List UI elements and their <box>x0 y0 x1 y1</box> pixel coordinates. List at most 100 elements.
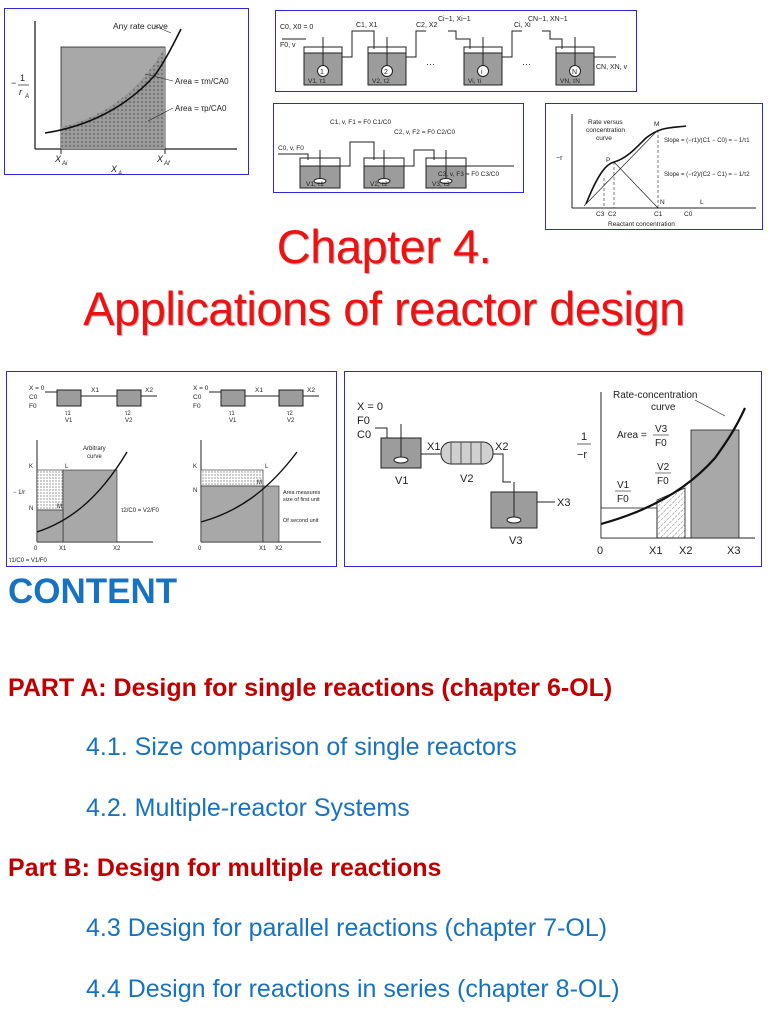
right-in-c: C0 <box>193 394 202 401</box>
point-m: M <box>654 121 659 128</box>
v2-over-f0-den: F0 <box>657 476 669 487</box>
v2-over-f0-num: V2 <box>657 462 670 473</box>
tank-v3-label: V3, τ3 <box>432 181 450 188</box>
x-final: X <box>156 154 164 164</box>
left-in-f: F0 <box>29 403 37 410</box>
tank-n-number: N <box>572 69 577 76</box>
figure-reactor-train: X = 0 F0 C0 X1 X2 X3 V1 V2 V3 <box>344 371 762 567</box>
left-in-c: C0 <box>29 394 38 401</box>
tank-i-number: i <box>481 69 483 76</box>
tank-1-volume: V1, τ1 <box>308 78 326 85</box>
x-axis-label: Reactant concentration <box>608 221 675 228</box>
left-n: N <box>29 506 33 512</box>
tick-zero: 0 <box>597 545 603 557</box>
left-tau1: τ1 <box>65 411 71 417</box>
left-tick-x1: X1 <box>59 546 67 552</box>
right-l: L <box>265 464 269 470</box>
right-n: N <box>193 488 197 494</box>
y-label-den: −r <box>577 449 587 461</box>
plug-flow-reactor <box>440 441 494 465</box>
ellipsis-2: ··· <box>522 59 531 69</box>
reactor-scheme: X = 0 F0 C0 X1 X2 X3 V1 V2 V3 <box>357 401 570 547</box>
tank-v3 <box>425 150 467 189</box>
tank-1 <box>303 37 343 86</box>
right-in-f: F0 <box>193 403 201 410</box>
curve-label: Any rate curve <box>113 21 168 31</box>
area-f0: F0 <box>655 438 667 449</box>
rate-curve <box>585 125 687 205</box>
right-tick-x1: X1 <box>259 546 267 552</box>
inlet-label: C0, v, F0 <box>278 145 304 152</box>
curve-label-3: curve <box>596 135 612 142</box>
chapter-title-line1: Chapter 4. <box>276 220 492 273</box>
left-y-label: − 1/r <box>13 490 25 496</box>
rate-curve <box>44 28 182 134</box>
chapter-title-line2: Applications of reactor design <box>83 282 685 335</box>
right-zero: 0 <box>198 546 202 552</box>
v1-over-f0-den: F0 <box>617 494 629 505</box>
tank-n-volume: VN, τN <box>560 78 580 85</box>
right-tau2: τ2 <box>287 411 293 417</box>
outlet-label: CN, XN, v <box>596 64 628 71</box>
left-curve-label-2: curve <box>87 454 102 460</box>
right-k: K <box>193 464 197 470</box>
y-label-num: 1 <box>581 431 587 443</box>
stream-1-label: C1, v, F1 = F0 C1/C0 <box>330 119 391 126</box>
rate-concentration-chart: Rate-concentration curve Area = V3 F0 V1… <box>577 390 755 557</box>
right-x1: X1 <box>255 387 263 394</box>
y-minus: − <box>11 78 16 88</box>
area-label: Area = <box>617 430 647 441</box>
right-x2: X2 <box>307 387 315 394</box>
part-b-heading: Part B: Design for multiple reactions <box>8 854 442 882</box>
figure-n-tanks-series: C0, X0 = 0 F0, v C1, X1 C2, X2 Ci−1, Xi−… <box>275 10 637 92</box>
area-plug-label: Area = τp/CA0 <box>175 104 227 113</box>
tick-c0: C0 <box>684 211 693 218</box>
curve-label-2: curve <box>651 402 676 413</box>
label-v1: V1 <box>395 475 408 487</box>
inlet-label: C0, X0 = 0 <box>280 24 313 31</box>
tick-x3: X3 <box>727 545 740 557</box>
part-a-heading: PART A: Design for single reactions (cha… <box>8 674 613 702</box>
left-ratio-b: τ1/C0 = V1/F0 <box>9 558 48 564</box>
point-l: L <box>700 199 704 206</box>
stream-x1: X1 <box>427 441 440 453</box>
right-v2: V2 <box>287 418 295 424</box>
tank-n <box>555 37 595 86</box>
y-num: 1 <box>20 73 25 83</box>
point-p: P <box>606 157 610 164</box>
tank-2 <box>367 37 407 86</box>
right-area-1: Area measures <box>283 490 321 496</box>
tank-i-volume: Vi, τi <box>468 78 481 85</box>
figure-rate-curve-areas: Any rate curve − 1 r A X Ai X Af X A Are… <box>4 8 249 175</box>
tank-v1-label: V1, τ1 <box>306 181 324 188</box>
inlet-label-2: F0, v <box>280 42 296 49</box>
right-tau1: τ1 <box>229 411 235 417</box>
inlet-f: F0 <box>357 415 370 427</box>
x-initial: X <box>54 154 62 164</box>
content-item-4-1: 4.1. Size comparison of single reactors <box>86 733 517 761</box>
figure-three-tanks: C0, v, F0 C1, v, F1 = F0 C1/C0 C2, v, F2… <box>273 103 524 193</box>
tick-c2: C2 <box>608 211 617 218</box>
right-in-x: X = 0 <box>193 385 209 392</box>
left-m: M <box>57 504 62 510</box>
tick-c1: C1 <box>654 211 663 218</box>
left-curve-label: Arbitrary <box>83 446 106 452</box>
tank-v2 <box>363 150 405 189</box>
tank-i <box>463 37 503 86</box>
tank-v1 <box>299 150 341 189</box>
right-chart: K L N M Area measures size of first unit… <box>193 440 321 552</box>
y-den-sub: A <box>24 94 29 100</box>
v1-over-f0-num: V1 <box>617 480 630 491</box>
label-v3: V3 <box>509 535 522 547</box>
curve-label-1: Rate versus <box>588 119 623 126</box>
left-v2: V2 <box>125 418 133 424</box>
left-chart: Arbitrary curve K L N M − 1/r τ2/C0 = V2… <box>9 440 160 564</box>
left-in-x: X = 0 <box>29 385 45 392</box>
left-x2: X2 <box>145 387 153 394</box>
content-item-4-4: 4.4 Design for reactions in series (chap… <box>86 975 620 1003</box>
right-tick-x2: X2 <box>275 546 283 552</box>
curve-label-1: Rate-concentration <box>613 390 698 401</box>
left-x1: X1 <box>91 387 99 394</box>
x-axis-label: X <box>110 164 118 174</box>
slope-2-label: Slope = (−r2)/(C2 − C1) = − 1/τ2 <box>664 172 750 178</box>
